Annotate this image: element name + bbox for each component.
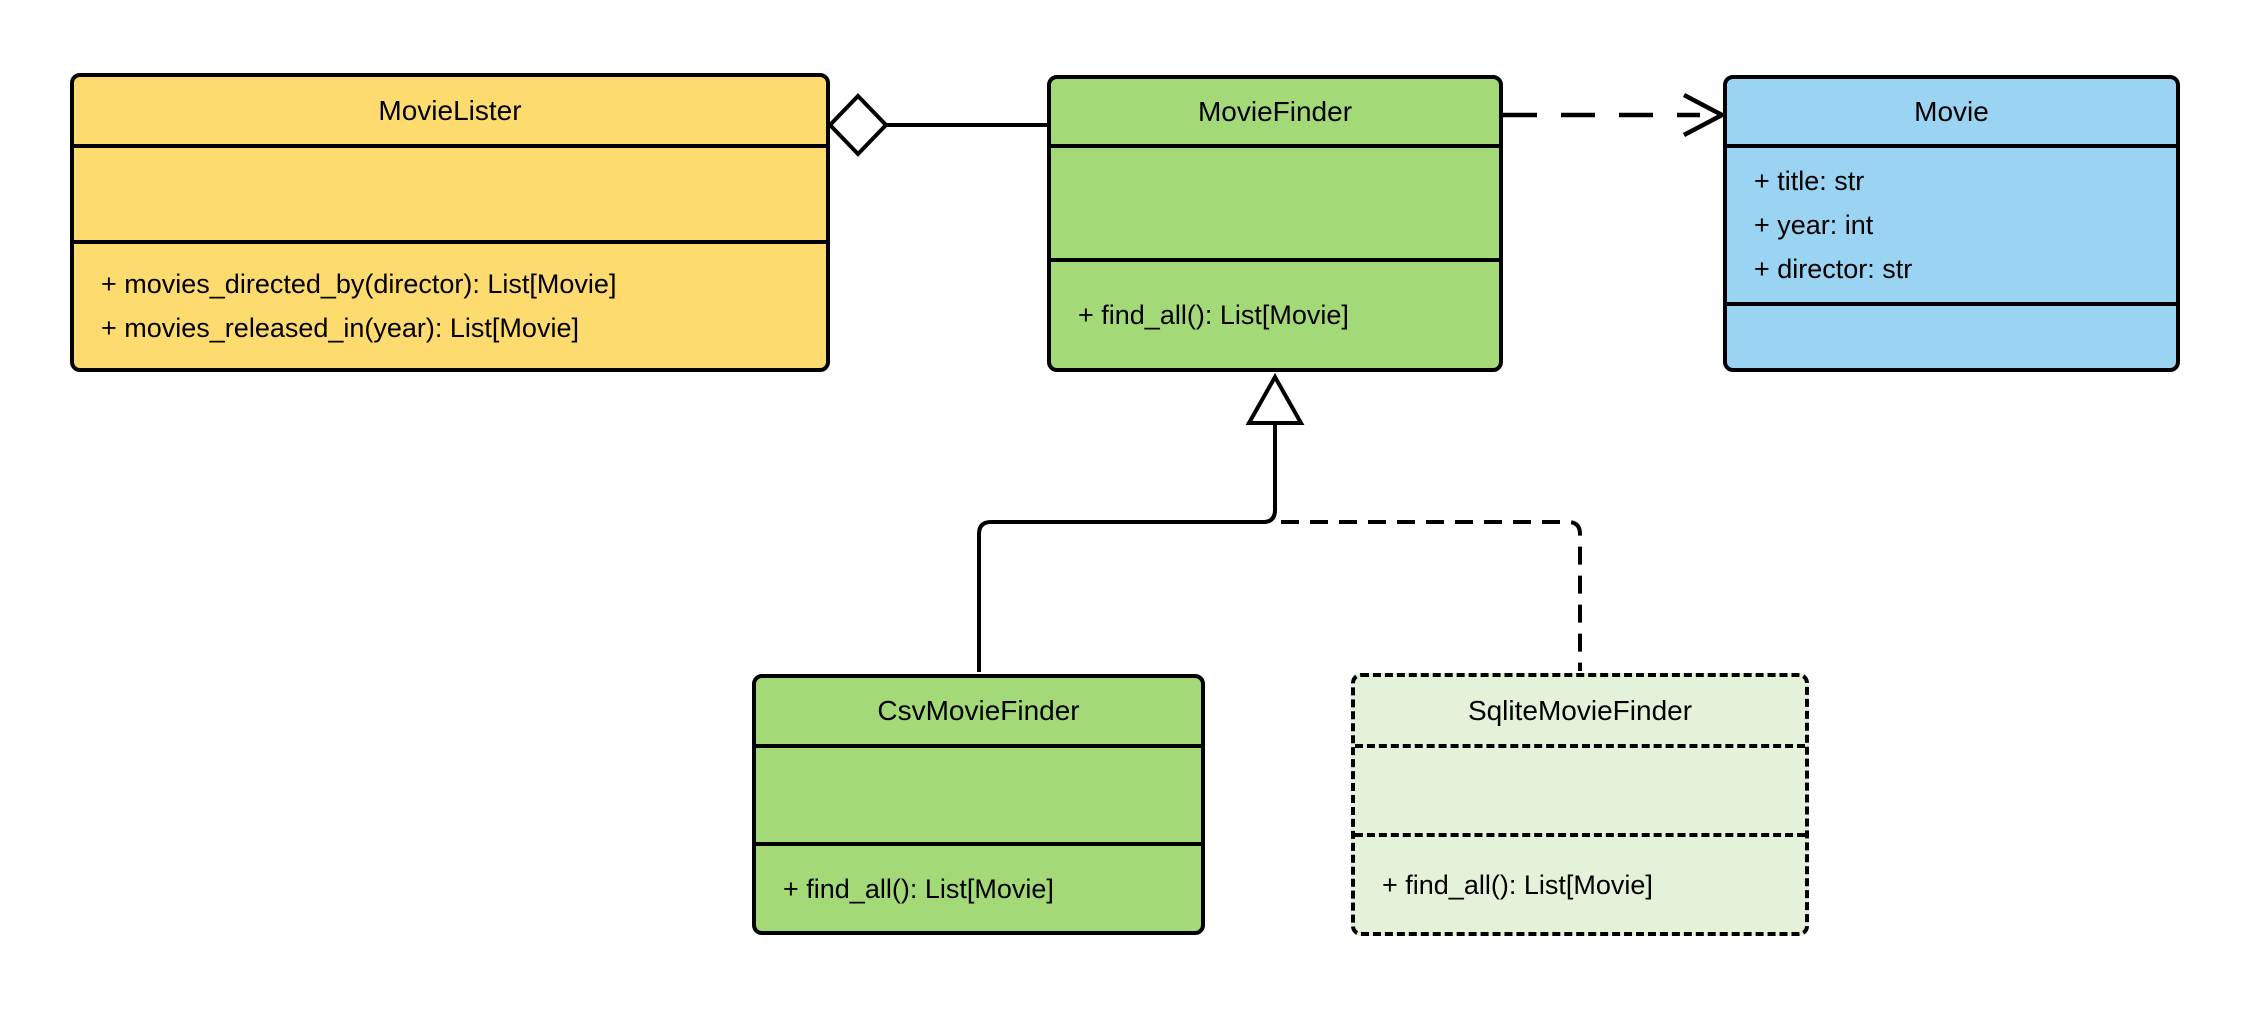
methods-compartment: + movies_directed_by(director): List[Mov… — [74, 240, 826, 368]
class-title: MovieFinder — [1197, 95, 1353, 127]
dependency-connector-moviefinder-movie[interactable] — [1503, 93, 1727, 137]
inheritance-triangle-icon — [1245, 372, 1305, 425]
attributes-compartment — [756, 744, 1201, 842]
attribute-text: + year: int — [1754, 210, 1874, 240]
generalization-dashed-line — [1281, 520, 1582, 671]
class-moviefinder[interactable]: MovieFinder + find_all(): List[Movie] — [1047, 75, 1503, 372]
aggregation-connector-movielister-moviefinder[interactable] — [827, 93, 1049, 157]
attributes-compartment — [1051, 144, 1499, 258]
class-sqlitemoviefinder[interactable]: SqliteMovieFinder + find_all(): List[Mov… — [1351, 673, 1809, 936]
attribute-text: + director: str — [1754, 254, 1913, 284]
class-title: Movie — [1914, 95, 1989, 127]
method-text: + movies_directed_by(director): List[Mov… — [101, 269, 617, 299]
methods-compartment: + find_all(): List[Movie] — [1355, 833, 1805, 932]
attributes-compartment — [74, 144, 826, 240]
methods-compartment — [1727, 302, 2176, 368]
generalization-solid-line — [977, 425, 1277, 672]
method-text: + movies_released_in(year): List[Movie] — [101, 313, 579, 343]
class-title: SqliteMovieFinder — [1467, 694, 1693, 726]
class-csvmoviefinder[interactable]: CsvMovieFinder + find_all(): List[Movie] — [752, 674, 1205, 935]
attribute-text: + title: str — [1754, 166, 1865, 196]
method-text: + find_all(): List[Movie] — [783, 873, 1054, 904]
class-movielister[interactable]: MovieLister + movies_directed_by(directo… — [70, 73, 830, 372]
method-text: + find_all(): List[Movie] — [1382, 869, 1653, 900]
class-movie[interactable]: Movie + title: str + year: int + directo… — [1723, 75, 2180, 372]
dependency-open-arrow-icon — [1682, 93, 1727, 137]
method-text: + find_all(): List[Movie] — [1078, 300, 1349, 330]
class-title: CsvMovieFinder — [877, 695, 1080, 726]
aggregation-diamond-icon — [827, 93, 889, 157]
attributes-compartment — [1355, 744, 1805, 833]
attributes-compartment: + title: str + year: int + director: str — [1727, 144, 2176, 302]
methods-compartment: + find_all(): List[Movie] — [1051, 258, 1499, 368]
methods-compartment: + find_all(): List[Movie] — [756, 842, 1201, 931]
generalization-connector-sqlitemoviefinder-moviefinder[interactable] — [1281, 520, 1582, 671]
class-title: MovieLister — [378, 94, 522, 126]
generalization-connector-csvmoviefinder-moviefinder[interactable] — [977, 425, 1277, 672]
